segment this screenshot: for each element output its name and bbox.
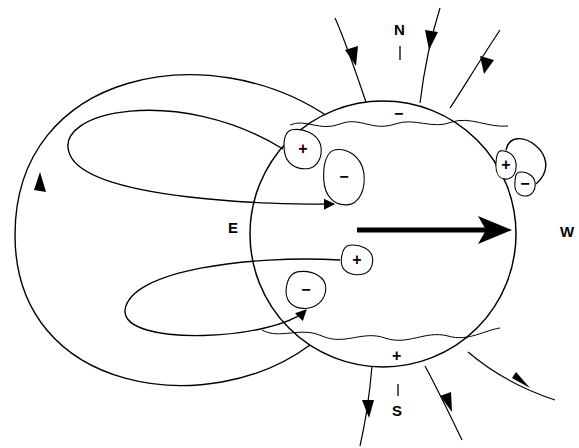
field-line (468, 352, 555, 400)
sunspot-region: + (340, 244, 374, 276)
polarity-sign: + (501, 157, 510, 173)
field-arrow (440, 392, 452, 412)
polarity-sign: + (298, 141, 307, 157)
polarity-sign: + (352, 252, 361, 268)
direction-label: N (394, 22, 405, 37)
pole-tick (399, 46, 400, 60)
sunspot-region: + (495, 150, 517, 180)
field-arrow (345, 46, 358, 66)
field-arrow (34, 172, 46, 192)
polar-boundary (262, 328, 500, 340)
rotation-arrowhead (478, 216, 512, 244)
field-line (450, 30, 500, 108)
field-arrow (480, 56, 494, 74)
field-arrow (512, 372, 530, 388)
direction-label: S (392, 403, 402, 418)
sunspot-region: − (284, 270, 328, 310)
field-line (335, 18, 366, 102)
sun-disc (250, 101, 516, 367)
direction-label: W (560, 224, 574, 239)
field-arrow (362, 400, 374, 418)
field-line (425, 366, 462, 440)
polarity-sign: − (301, 282, 310, 298)
direction-label: − (394, 106, 403, 122)
field-loop (125, 259, 340, 336)
sunspot-region: − (322, 148, 366, 206)
sunspot-region: − (514, 171, 536, 197)
rotation-arrow (357, 228, 488, 233)
polarity-sign: − (339, 169, 348, 185)
pole-tick (397, 384, 398, 396)
field-arrow (425, 30, 438, 50)
sunspot-region: + (283, 128, 323, 170)
field-loop (68, 110, 334, 204)
polarity-sign: − (520, 176, 529, 192)
direction-label: + (392, 348, 401, 364)
direction-label: E (228, 220, 238, 235)
field-line (420, 8, 440, 103)
